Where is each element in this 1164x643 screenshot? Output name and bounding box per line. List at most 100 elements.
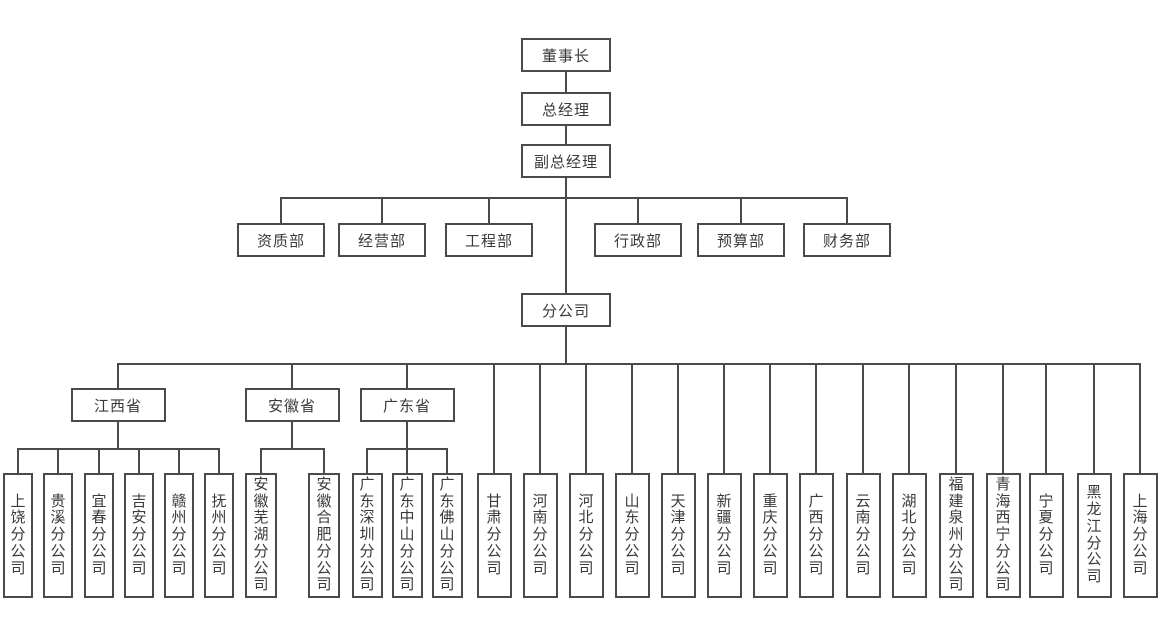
connector-line bbox=[17, 448, 220, 450]
node-branch-direct-6: 重庆分公司 bbox=[752, 473, 788, 598]
connector-line bbox=[280, 197, 282, 224]
node-branch-p2-2: 广东佛山分公司 bbox=[431, 473, 463, 598]
node-branch-p0-3-label: 吉安分公司 bbox=[131, 492, 147, 577]
connector-line bbox=[117, 421, 119, 450]
node-branch-p0-1: 贵溪分公司 bbox=[43, 473, 73, 598]
node-branch-p0-4-label: 赣州分公司 bbox=[171, 492, 187, 577]
node-branch-direct-12: 宁夏分公司 bbox=[1028, 473, 1064, 598]
connector-line bbox=[406, 448, 408, 474]
node-branch-p2-2-label: 广东佛山分公司 bbox=[439, 475, 455, 594]
node-province-2: 广东省 bbox=[359, 388, 455, 422]
connector-line bbox=[565, 125, 567, 145]
connector-line bbox=[138, 448, 140, 474]
node-branch-p2-0: 广东深圳分公司 bbox=[351, 473, 383, 598]
connector-line bbox=[117, 363, 119, 389]
node-branch-direct-4: 天津分公司 bbox=[660, 473, 696, 598]
node-province-0: 江西省 bbox=[70, 388, 166, 422]
connector-line bbox=[740, 197, 742, 224]
connector-line bbox=[57, 448, 59, 474]
node-branch-direct-11-label: 青海西宁分公司 bbox=[995, 475, 1011, 594]
node-branch-direct-8: 云南分公司 bbox=[845, 473, 881, 598]
node-branch-p0-2-label: 宜春分公司 bbox=[91, 492, 107, 577]
connector-line bbox=[637, 197, 639, 224]
connector-line bbox=[1002, 363, 1004, 474]
node-branch-p0-1-label: 贵溪分公司 bbox=[50, 492, 66, 577]
node-branch-p1-1-label: 安徽合肥分公司 bbox=[316, 475, 332, 594]
node-province-1: 安徽省 bbox=[244, 388, 340, 422]
node-dept-5: 财务部 bbox=[803, 223, 891, 257]
node-dept-2: 工程部 bbox=[445, 223, 533, 257]
node-branch-p1-0: 安徽芜湖分公司 bbox=[245, 473, 277, 598]
node-branch-direct-13-label: 黑龙江分公司 bbox=[1086, 484, 1102, 586]
node-branch-p2-0-label: 广东深圳分公司 bbox=[359, 475, 375, 594]
node-branch-p1-0-label: 安徽芜湖分公司 bbox=[253, 475, 269, 594]
connector-line bbox=[908, 363, 910, 474]
connector-line bbox=[815, 363, 817, 474]
connector-line bbox=[178, 448, 180, 474]
node-branch-hub-label: 分公司 bbox=[541, 302, 590, 320]
node-branch-p1-1: 安徽合肥分公司 bbox=[308, 473, 340, 598]
node-branch-direct-1: 河南分公司 bbox=[522, 473, 558, 598]
node-branch-direct-3-label: 山东分公司 bbox=[624, 492, 640, 577]
connector-line bbox=[406, 421, 408, 450]
node-branch-direct-10-label: 福建泉州分公司 bbox=[948, 475, 964, 594]
node-branch-p0-0-label: 上饶分公司 bbox=[10, 492, 26, 577]
connector-line bbox=[565, 326, 567, 365]
connector-line bbox=[955, 363, 957, 474]
node-dept-0-label: 资质部 bbox=[256, 232, 305, 250]
connector-line bbox=[291, 363, 293, 389]
node-dept-5-label: 财务部 bbox=[822, 232, 871, 250]
node-dept-4: 预算部 bbox=[697, 223, 785, 257]
node-branch-p2-1-label: 广东中山分公司 bbox=[399, 475, 415, 594]
node-branch-direct-12-label: 宁夏分公司 bbox=[1038, 492, 1054, 577]
connector-line bbox=[406, 363, 408, 389]
connector-line bbox=[565, 71, 567, 93]
connector-line bbox=[260, 448, 262, 474]
node-dept-1: 经营部 bbox=[338, 223, 426, 257]
node-province-2-label: 广东省 bbox=[382, 397, 431, 415]
node-branch-direct-14-label: 上海分公司 bbox=[1132, 492, 1148, 577]
node-general-manager-label: 总经理 bbox=[541, 101, 590, 119]
node-branch-direct-9: 湖北分公司 bbox=[891, 473, 927, 598]
node-branch-p0-3: 吉安分公司 bbox=[124, 473, 154, 598]
connector-line bbox=[862, 363, 864, 474]
connector-line bbox=[323, 448, 325, 474]
connector-line bbox=[1139, 363, 1141, 474]
connector-line bbox=[585, 363, 587, 474]
node-branch-direct-5-label: 新疆分公司 bbox=[716, 492, 732, 577]
node-dept-1-label: 经营部 bbox=[357, 232, 406, 250]
node-branch-p0-2: 宜春分公司 bbox=[84, 473, 114, 598]
node-branch-direct-11: 青海西宁分公司 bbox=[985, 473, 1021, 598]
connector-line bbox=[493, 363, 495, 474]
connector-line bbox=[488, 197, 490, 224]
connector-line bbox=[846, 197, 848, 224]
node-province-0-label: 江西省 bbox=[93, 397, 142, 415]
node-branch-direct-2: 河北分公司 bbox=[568, 473, 604, 598]
node-branch-direct-13: 黑龙江分公司 bbox=[1076, 473, 1112, 598]
node-branch-direct-3: 山东分公司 bbox=[614, 473, 650, 598]
connector-line bbox=[539, 363, 541, 474]
connector-line bbox=[366, 448, 368, 474]
connector-line bbox=[218, 448, 220, 474]
node-deputy-general-manager: 副总经理 bbox=[521, 144, 611, 178]
connector-line bbox=[381, 197, 383, 224]
node-branch-direct-7-label: 广西分公司 bbox=[808, 492, 824, 577]
connector-line bbox=[17, 448, 19, 474]
node-dept-2-label: 工程部 bbox=[464, 232, 513, 250]
node-branch-direct-2-label: 河北分公司 bbox=[578, 492, 594, 577]
connector-line bbox=[565, 177, 567, 294]
connector-line bbox=[260, 448, 325, 450]
node-deputy-general-manager-label: 副总经理 bbox=[533, 153, 598, 171]
connector-line bbox=[1093, 363, 1095, 474]
node-branch-direct-1-label: 河南分公司 bbox=[532, 492, 548, 577]
node-general-manager: 总经理 bbox=[521, 92, 611, 126]
node-branch-direct-0: 甘肃分公司 bbox=[476, 473, 512, 598]
node-branch-direct-4-label: 天津分公司 bbox=[670, 492, 686, 577]
connector-line bbox=[280, 197, 848, 199]
node-chairman-label: 董事长 bbox=[541, 47, 590, 65]
node-dept-0: 资质部 bbox=[237, 223, 325, 257]
connector-line bbox=[723, 363, 725, 474]
node-branch-hub: 分公司 bbox=[521, 293, 611, 327]
connector-line bbox=[446, 448, 448, 474]
node-chairman: 董事长 bbox=[521, 38, 611, 72]
